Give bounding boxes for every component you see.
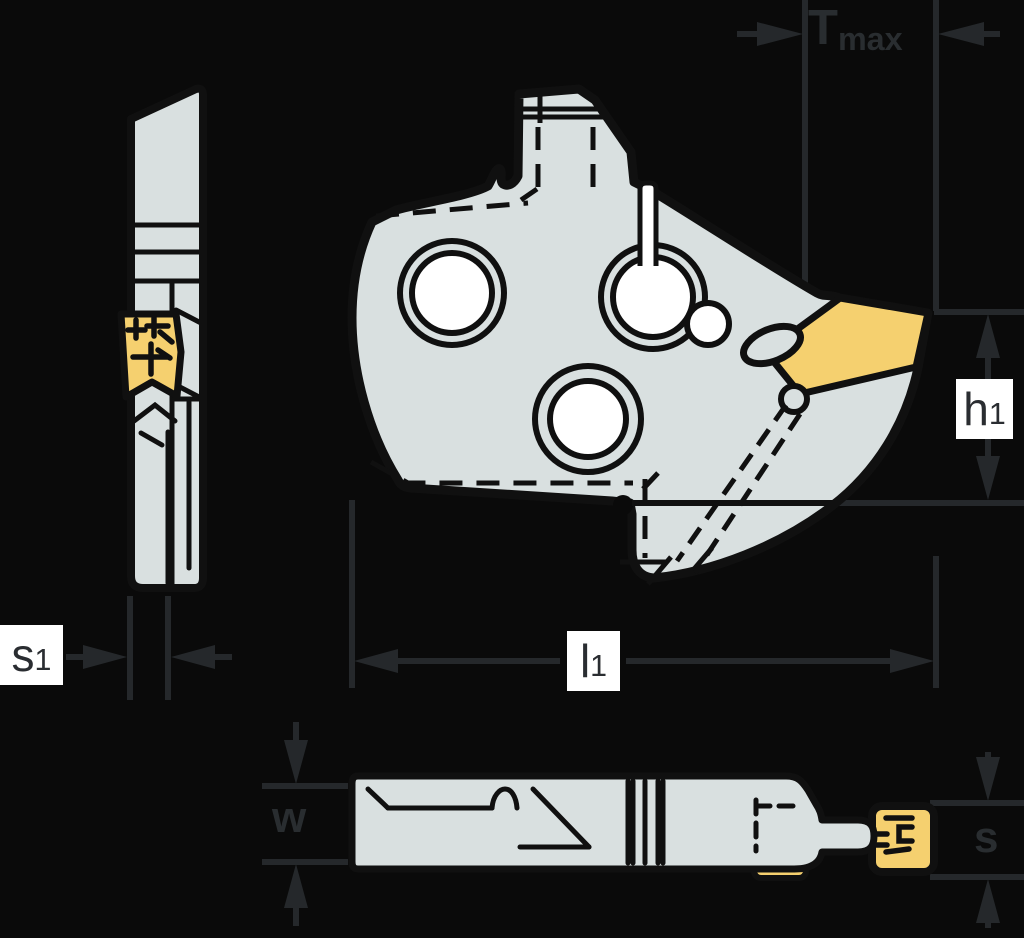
h1-label-main: h	[963, 383, 989, 435]
l1-arrow-left	[354, 649, 398, 673]
s1-arrow-left	[83, 645, 127, 669]
clamp-nose	[740, 322, 804, 368]
s-label: s	[974, 816, 998, 860]
w-arrow-up	[284, 864, 308, 908]
tmax-label-main: T	[808, 1, 838, 55]
s1-arrow-right	[171, 645, 215, 669]
clamp-screw	[778, 383, 810, 415]
adjustment-slot	[637, 180, 659, 266]
w-dimension	[262, 722, 348, 926]
hole-right-bore	[610, 254, 696, 340]
edge-notch	[613, 495, 633, 515]
bottom-hidden-lines	[753, 797, 798, 854]
s1-label-sub: 1	[34, 643, 52, 677]
pin-hole	[684, 300, 732, 348]
s-dimension	[930, 752, 1024, 928]
l1-label-main: l	[579, 635, 591, 687]
insert-head-detail	[871, 815, 915, 855]
tmax-arrow-right	[938, 22, 984, 46]
hole-left-outer	[397, 238, 507, 348]
h1-arrow-up	[976, 314, 1000, 358]
bottom-view-body	[348, 772, 878, 873]
s1-dimension	[66, 596, 232, 700]
insert-pocket-hidden-lines	[674, 403, 803, 575]
tmax-label: Tmax	[808, 1, 903, 56]
front-view-insert	[762, 294, 932, 398]
side-view-insert-detail	[125, 315, 175, 377]
w-arrow-down	[284, 740, 308, 784]
tmax-dimension	[737, 0, 1000, 311]
w-label: w	[272, 796, 306, 840]
s1-label-main: s	[11, 629, 35, 681]
s-label-main: s	[974, 813, 999, 862]
s-arrow-down	[976, 757, 1000, 801]
hole-lower-bore	[547, 378, 629, 460]
front-view	[347, 84, 933, 586]
dimension-graphics	[66, 0, 1024, 928]
l1-label-sub: 1	[590, 649, 608, 683]
h1-arrow-down	[976, 456, 1000, 500]
hole-left-bore	[409, 250, 495, 336]
w-label-main: w	[272, 793, 307, 842]
h1-label-sub: 1	[988, 397, 1006, 431]
bump-detail	[489, 786, 520, 811]
l1-arrow-right	[890, 649, 934, 673]
hidden-lines	[369, 127, 648, 558]
s-arrow-up	[976, 879, 1000, 923]
hatch-tick	[646, 555, 673, 586]
bottom-view	[348, 772, 938, 881]
tmax-arrow-left	[757, 22, 803, 46]
tmax-label-sub: max	[837, 21, 903, 58]
side-view	[117, 84, 207, 592]
hole-lower-outer	[532, 363, 644, 475]
l1-dimension	[349, 500, 939, 688]
